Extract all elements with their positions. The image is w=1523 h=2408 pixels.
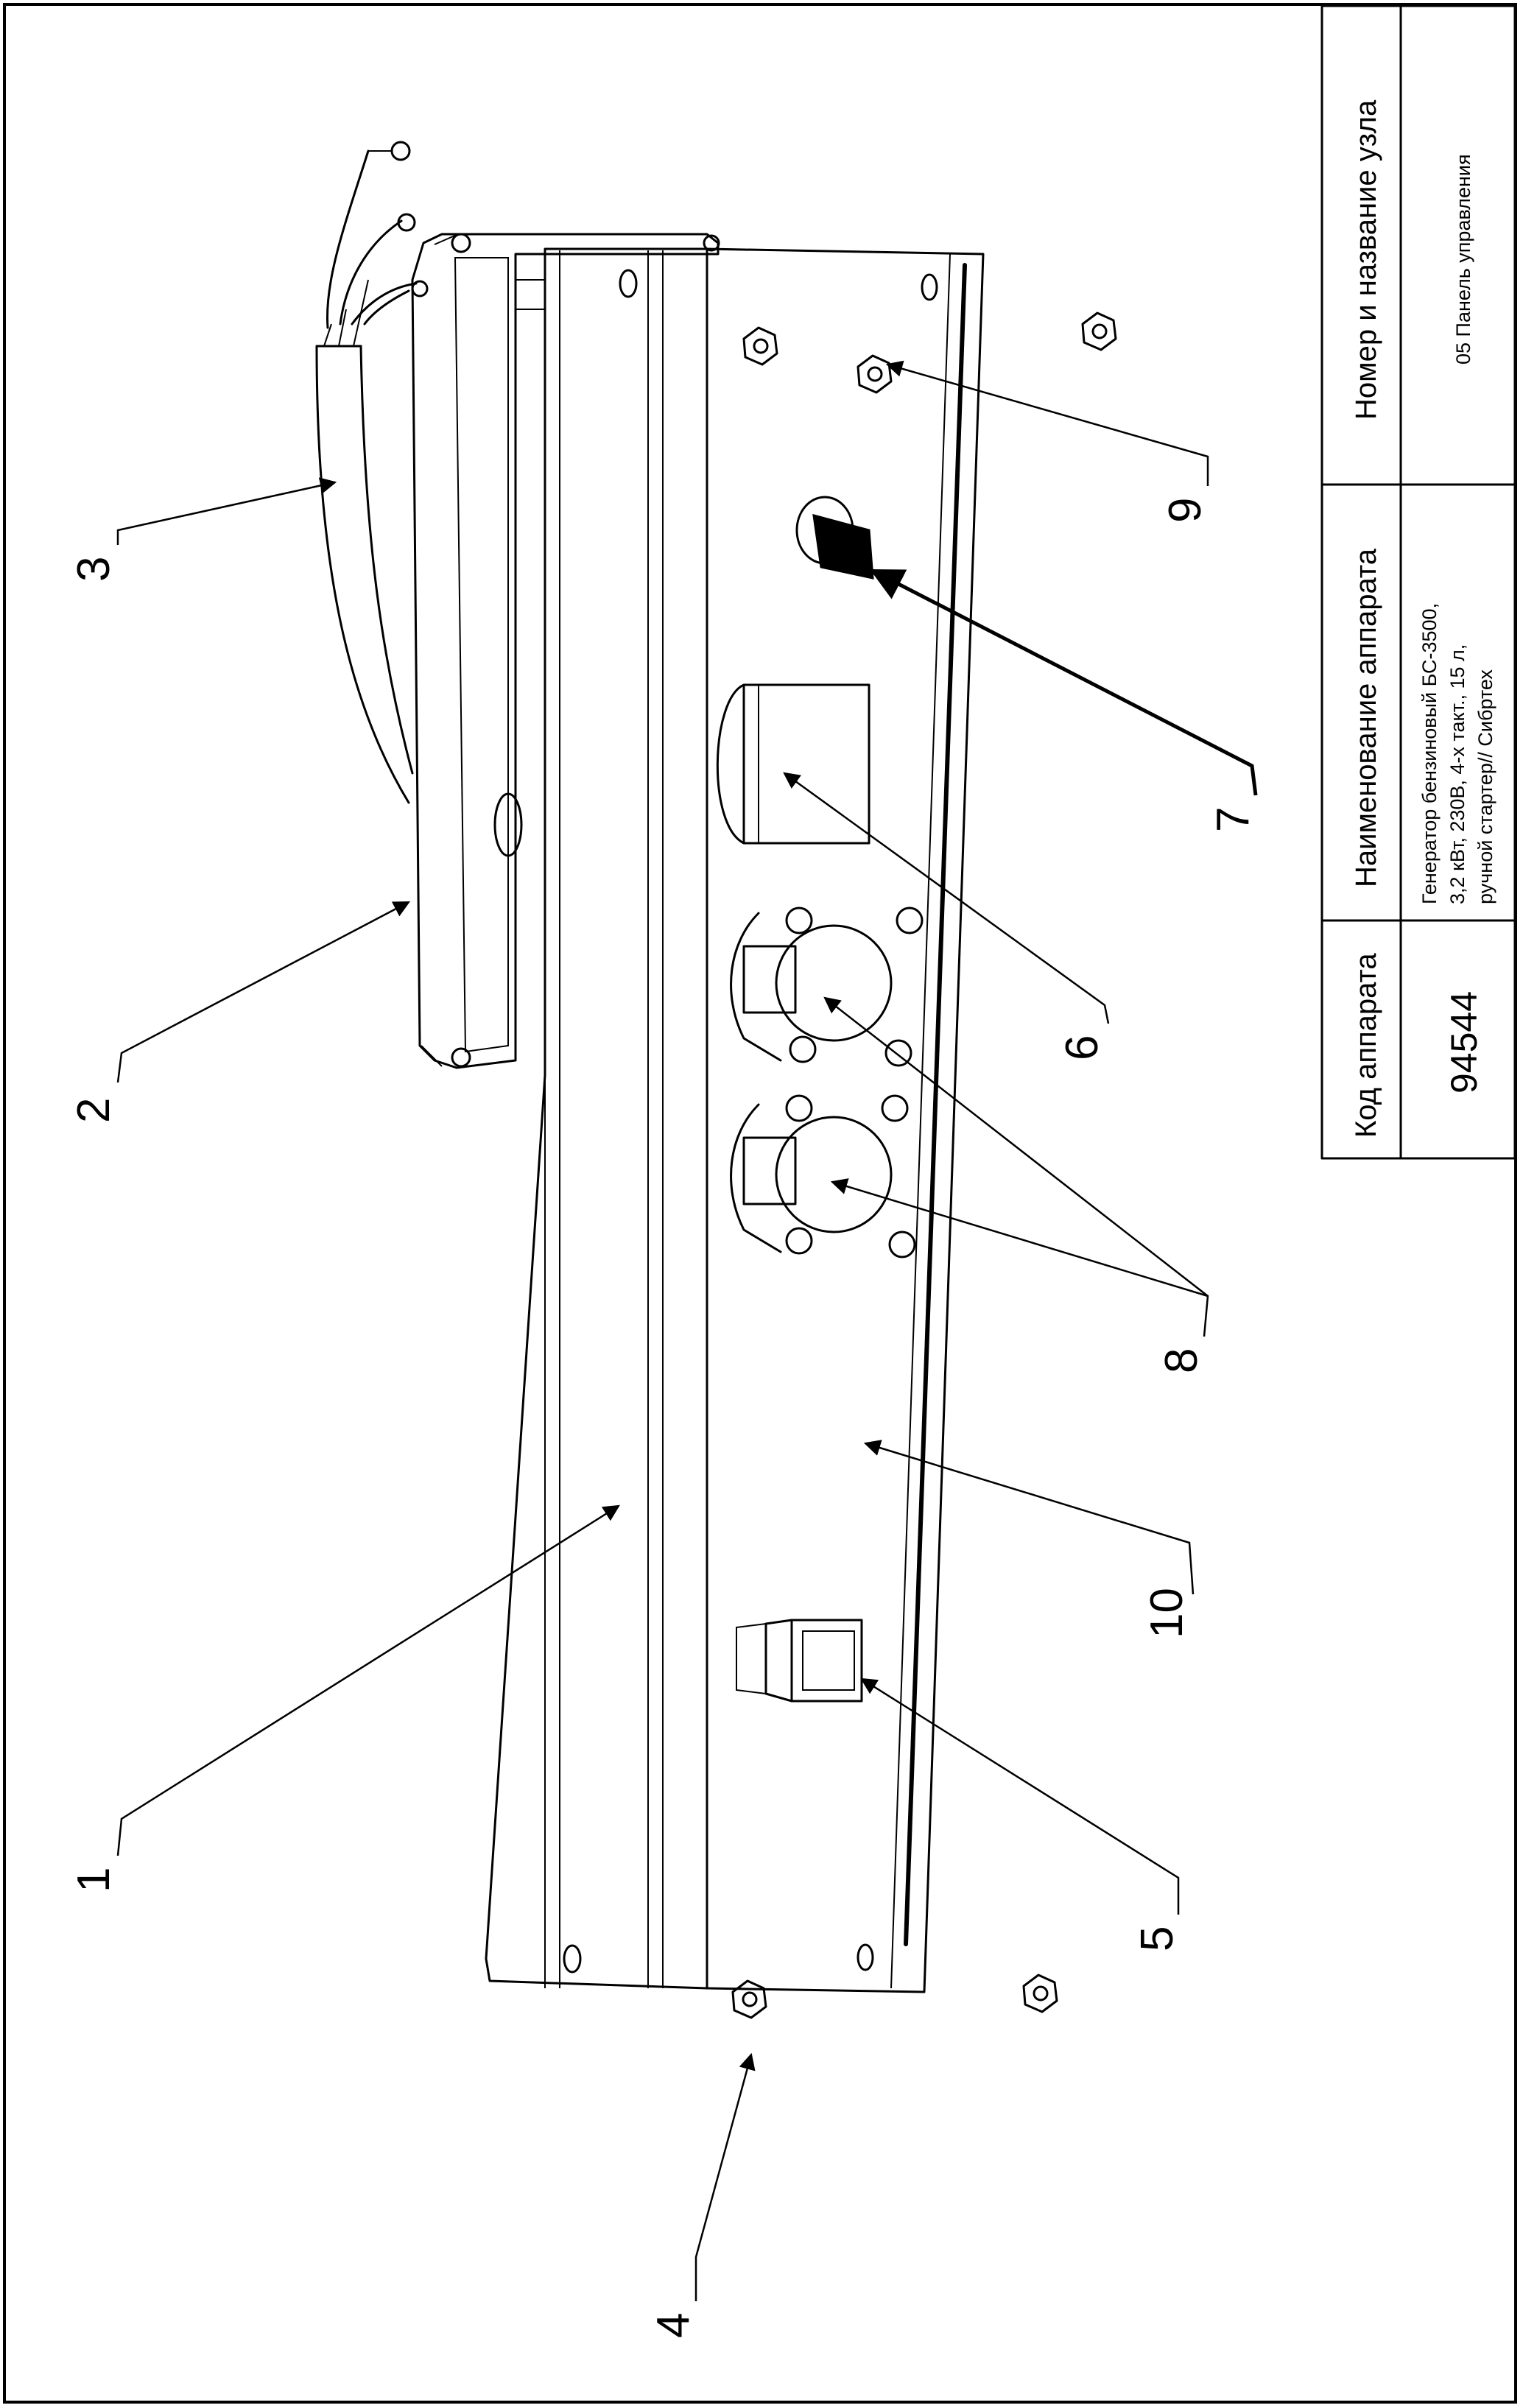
callout-label-8: 8 <box>1156 1348 1207 1373</box>
ground-terminal <box>736 1619 863 1703</box>
switch-toggle <box>795 496 874 580</box>
nuts <box>731 311 1117 2019</box>
callout-label-7: 7 <box>1208 807 1259 832</box>
title-block: Номер и название узла 05 Панель управлен… <box>1320 4 1516 1160</box>
callout-label-4: 4 <box>648 2313 699 2338</box>
breaker <box>716 683 870 845</box>
callout-leaders <box>116 360 1258 2301</box>
code-value: 94544 <box>1443 991 1485 1094</box>
device-name-line-3: ручной стартер// Сибртех <box>1474 669 1496 904</box>
node-value: 05 Панель управления <box>1452 154 1474 365</box>
cable-harness <box>315 141 429 804</box>
device-header: Наименование аппарата <box>1350 548 1382 887</box>
socket-2 <box>730 1094 916 1258</box>
callout-label-3: 3 <box>68 557 119 582</box>
code-header: Код аппарата <box>1350 953 1382 1138</box>
callout-label-6: 6 <box>1057 1035 1108 1060</box>
callout-labels: 3 2 1 4 5 6 7 8 9 10 <box>68 498 1259 2338</box>
callout-label-9: 9 <box>1160 498 1211 523</box>
control-box-housing <box>411 233 720 1069</box>
device-name-line-1: Генератор бензиновый БС-3500, <box>1418 603 1441 904</box>
callout-label-5: 5 <box>1132 1926 1183 1951</box>
callout-label-10: 10 <box>1142 1588 1192 1638</box>
sheet-border <box>3 3 1517 2404</box>
device-name-line-2: 3,2 кВт, 230В, 4-х такт., 15 л, <box>1446 644 1469 904</box>
callout-label-1: 1 <box>68 1867 119 1893</box>
socket-1 <box>730 906 924 1067</box>
callout-label-2: 2 <box>68 1098 119 1123</box>
front-panel <box>485 247 985 1993</box>
node-header: Номер и название узла <box>1350 99 1382 420</box>
